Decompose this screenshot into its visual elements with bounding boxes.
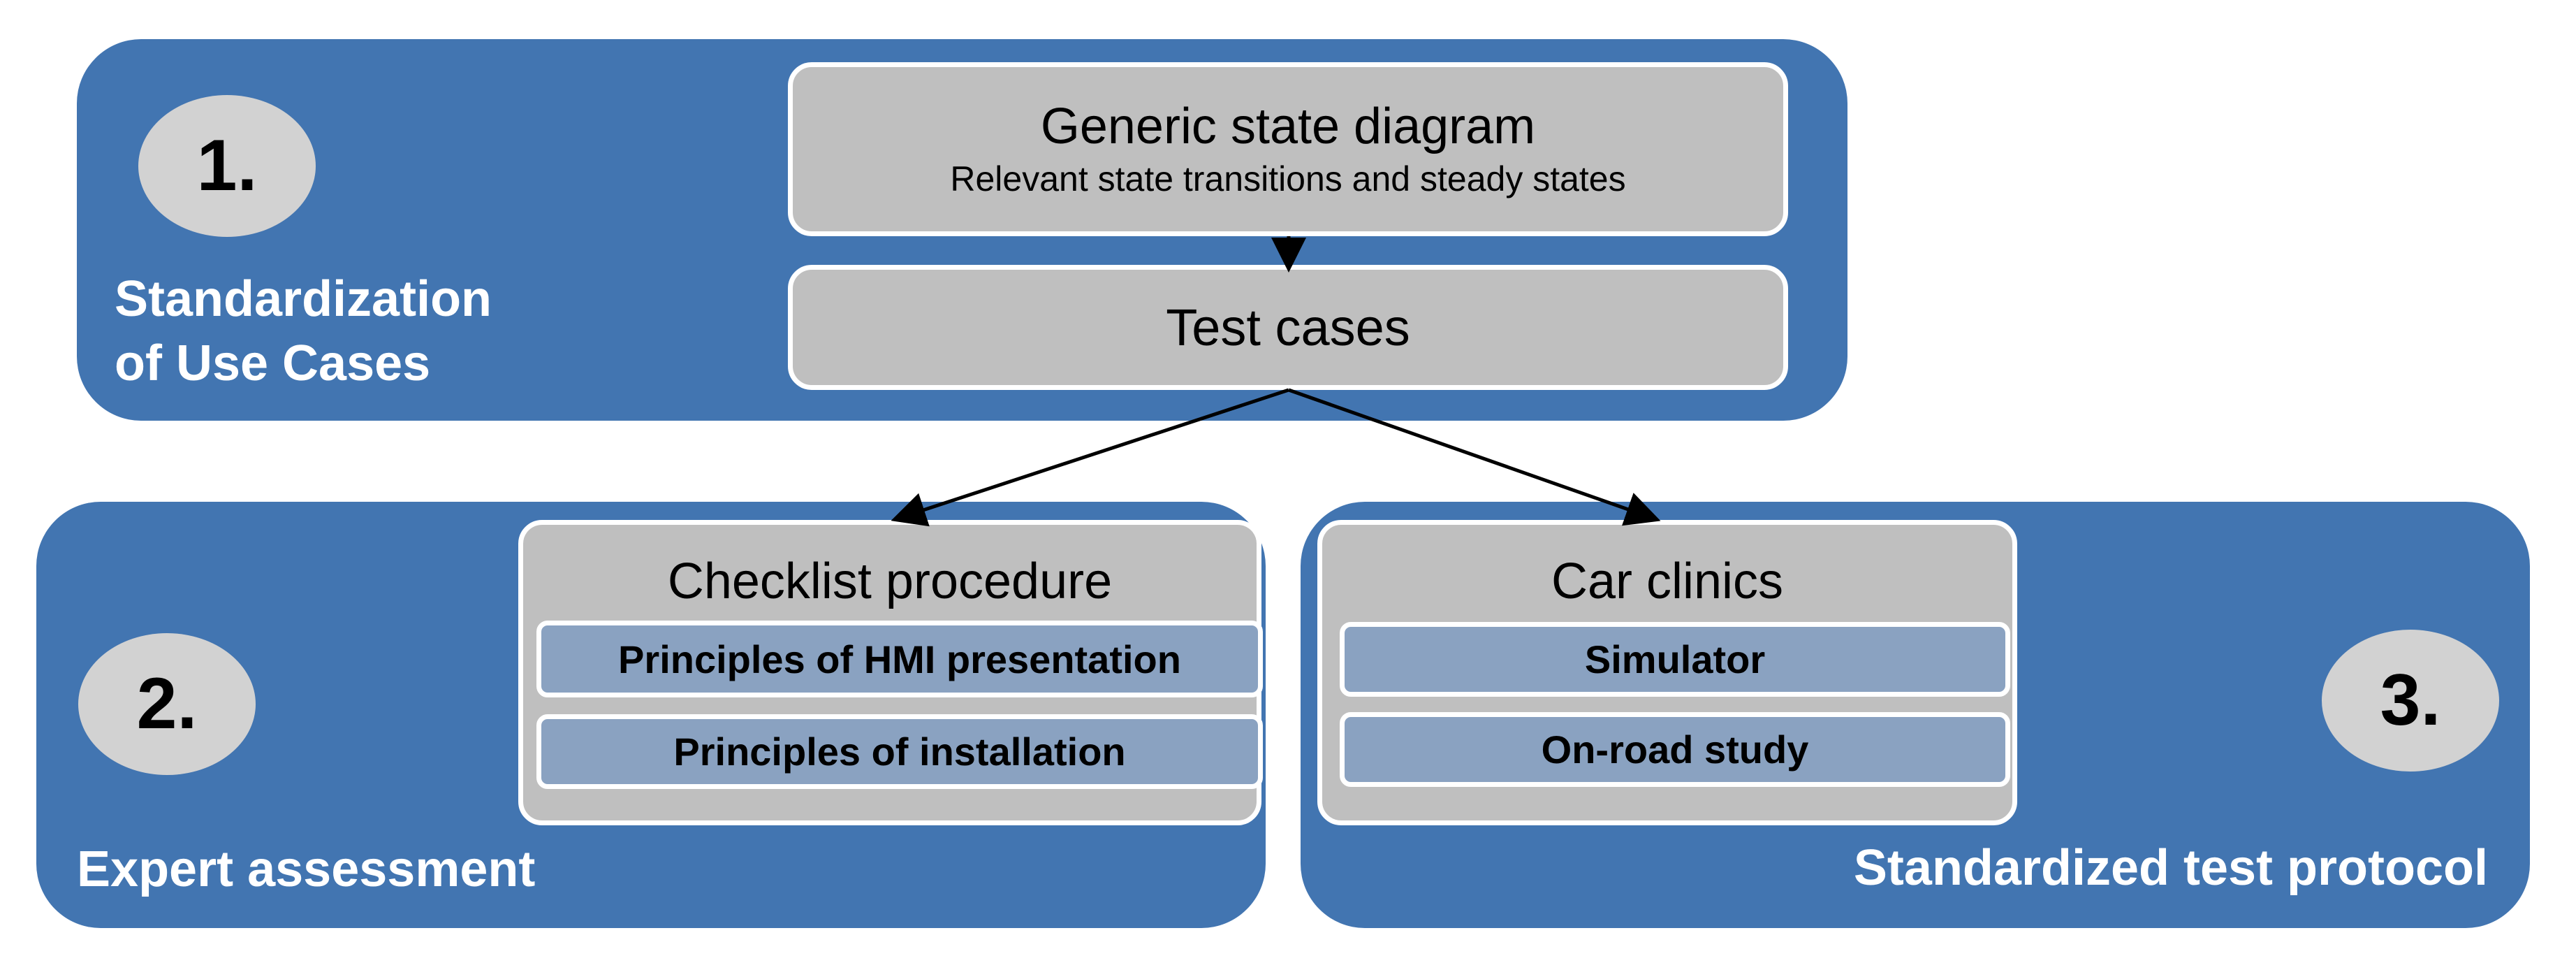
step-number-2: 2. <box>78 633 256 775</box>
step-number-3: 3. <box>2322 630 2499 772</box>
panel-1-label: Standardization of Use Cases <box>115 267 492 396</box>
panel-expert-assessment: 2. Expert assessment Checklist procedure… <box>36 502 1266 928</box>
step-number-1: 1. <box>138 95 316 237</box>
panel-standardized-test-protocol: 3. Standardized test protocol Car clinic… <box>1301 502 2530 928</box>
checklist-item-installation: Principles of installation <box>536 714 1263 789</box>
checklist-item-hmi-presentation: Principles of HMI presentation <box>536 621 1263 697</box>
car-clinics-item-simulator: Simulator <box>1340 622 2010 697</box>
panel-3-label: Standardized test protocol <box>1853 840 2488 896</box>
checklist-procedure-title: Checklist procedure <box>667 553 1113 609</box>
panel-1-label-line-1: Standardization <box>115 271 492 327</box>
state-diagram-title: Generic state diagram <box>1040 99 1536 154</box>
car-clinics-title: Car clinics <box>1551 553 1784 609</box>
panel-2-label: Expert assessment <box>77 841 536 897</box>
state-diagram-subtitle: Relevant state transitions and steady st… <box>950 159 1626 198</box>
test-cases-box: Test cases <box>788 265 1788 390</box>
panel-1-label-line-2: of Use Cases <box>115 335 431 391</box>
car-clinics-item-on-road-study: On-road study <box>1340 712 2010 787</box>
panel-standardization-use-cases: 1. Standardization of Use Cases Generic … <box>77 39 1847 421</box>
state-diagram-box: Generic state diagram Relevant state tra… <box>788 62 1788 236</box>
